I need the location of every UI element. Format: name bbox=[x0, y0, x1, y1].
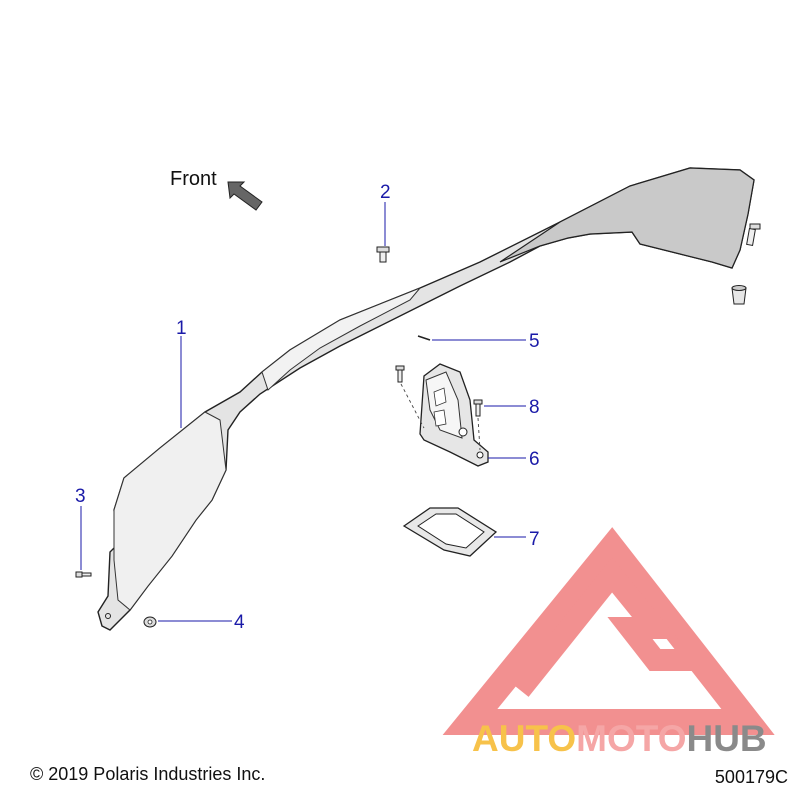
copyright-text: © 2019 Polaris Industries Inc. bbox=[30, 764, 266, 784]
nut-rear-lower bbox=[731, 285, 747, 305]
callout-3: 3 bbox=[75, 486, 86, 507]
brand-part-auto: AUTO bbox=[472, 718, 576, 759]
brand-part-moto: MOTO bbox=[576, 718, 686, 759]
screw-part-3 bbox=[75, 571, 92, 578]
callout-1: 1 bbox=[176, 318, 187, 339]
part-number: 500179C bbox=[714, 767, 788, 787]
callout-4: 4 bbox=[234, 612, 245, 633]
gasket-part-7 bbox=[402, 507, 498, 557]
screw-part-8 bbox=[473, 399, 483, 451]
front-label: Front bbox=[170, 168, 217, 190]
watermark-logo bbox=[442, 527, 775, 735]
callout-8: 8 bbox=[529, 397, 540, 418]
front-arrow-icon bbox=[227, 181, 263, 211]
leader-lines bbox=[80, 202, 526, 622]
watermark-brand: AUTOMOTOHUB bbox=[472, 718, 767, 759]
brand-part-hub: HUB bbox=[686, 718, 766, 759]
callout-7: 7 bbox=[529, 529, 540, 550]
callout-5: 5 bbox=[529, 331, 540, 352]
fender-panel bbox=[97, 167, 755, 631]
screw-part-6-left bbox=[395, 365, 425, 429]
pin-part-5 bbox=[417, 335, 431, 341]
screw-part-2 bbox=[376, 246, 390, 263]
callout-2: 2 bbox=[380, 182, 391, 203]
nut-part-4 bbox=[143, 616, 157, 628]
bracket-part-6 bbox=[419, 363, 489, 467]
screw-rear-upper bbox=[746, 223, 761, 246]
callout-6: 6 bbox=[529, 449, 540, 470]
